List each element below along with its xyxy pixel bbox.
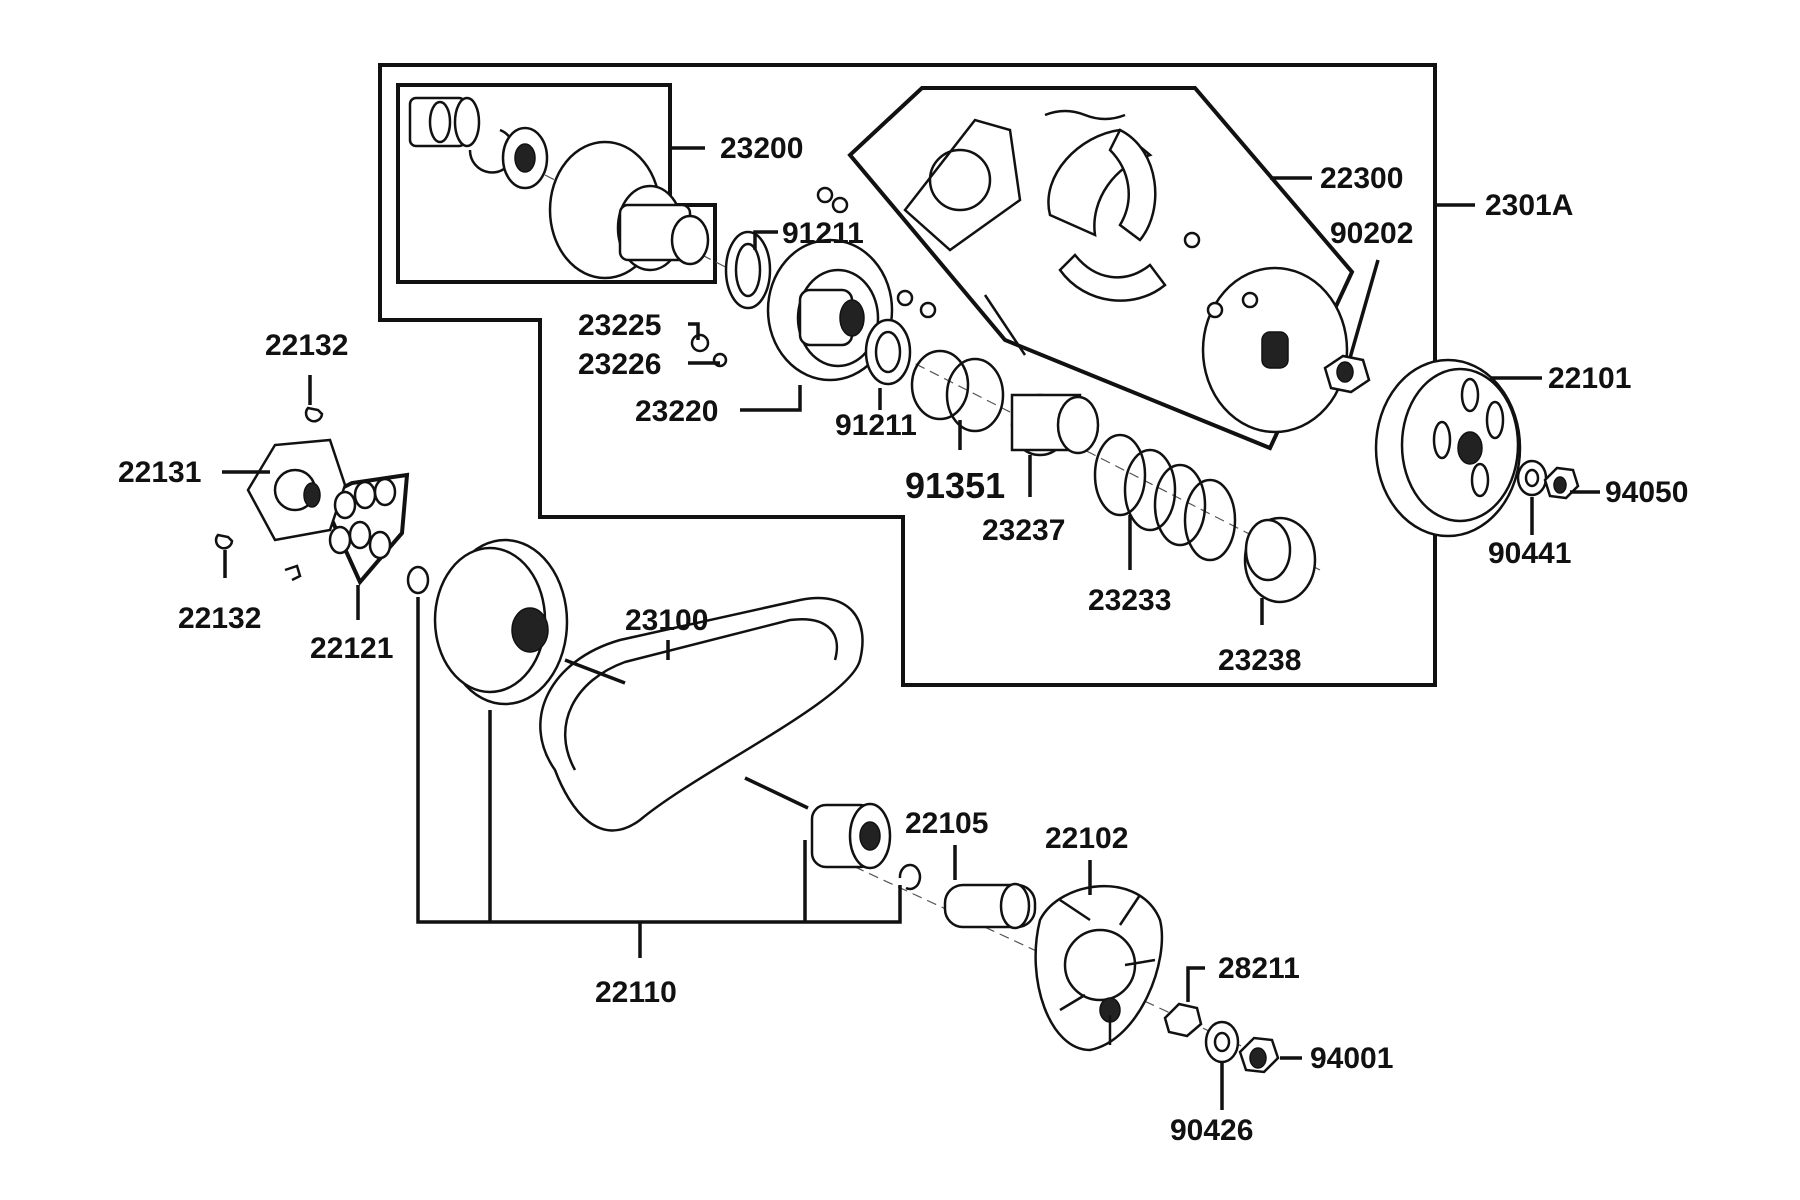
part-22101-clutch-bell [1374, 358, 1522, 538]
part-22131-ramp-plate [246, 438, 347, 542]
leader-23220 [740, 385, 802, 412]
callout-90441: 90441 [1488, 537, 1571, 570]
part-23200-sheave [408, 96, 710, 280]
callout-23237: 23237 [982, 514, 1065, 547]
part-94050-nut [1543, 466, 1580, 500]
part-90202-nut [1323, 354, 1371, 394]
callout-22131: 22131 [118, 456, 201, 489]
assembly-frame-2301A [378, 63, 1437, 687]
part-22132-slider-lower [214, 533, 302, 582]
leader-22110-belt-link [564, 658, 809, 810]
part-22121-rollers [328, 477, 397, 560]
callout-91211-lower: 91211 [835, 409, 917, 442]
part-28211-plate [1163, 1002, 1203, 1038]
part-23233-spring [1093, 433, 1237, 562]
callout-22101: 22101 [1548, 362, 1631, 395]
callout-22110: 22110 [595, 976, 677, 1009]
callout-23100: 23100 [625, 604, 708, 637]
part-23238-spring-seat [1243, 516, 1317, 604]
callout-23220: 23220 [635, 395, 718, 428]
leader-22110-bracket [416, 597, 902, 958]
part-90426-washer [1204, 1020, 1240, 1064]
part-22110-bushing [810, 802, 892, 870]
part-91351-orings [910, 349, 1005, 433]
part-23237-collar [1010, 393, 1100, 457]
part-94001-nut [1238, 1036, 1280, 1074]
callout-22300: 22300 [1320, 162, 1403, 195]
callout-23233: 23233 [1088, 584, 1171, 617]
part-91211-seal-upper [724, 230, 772, 310]
part-22110-circlip [898, 863, 922, 891]
callout-22132-lower: 22132 [178, 602, 261, 635]
part-variator-circlip [406, 565, 430, 595]
callout-22121: 22121 [310, 632, 393, 665]
callout-23225: 23225 [578, 309, 661, 342]
callout-90426: 90426 [1170, 1114, 1253, 1147]
leader-23225 [688, 322, 700, 340]
part-23100-belt [539, 596, 864, 832]
subframe-22300 [847, 86, 1355, 451]
part-22300-clutch [903, 109, 1349, 434]
part-91211-seal-lower [864, 318, 912, 386]
callout-2301A: 2301A [1485, 189, 1573, 222]
callout-28211: 28211 [1218, 952, 1300, 985]
callout-23200: 23200 [720, 132, 803, 165]
part-22110-variator-pulley [433, 538, 569, 706]
leader-28211 [1186, 966, 1205, 1002]
subframe-23200 [396, 83, 717, 284]
callout-94001: 94001 [1310, 1042, 1393, 1075]
part-22102-fan [1034, 885, 1164, 1052]
callout-91351: 91351 [905, 465, 1005, 506]
part-22132-slider-upper [304, 406, 324, 423]
part-23225-pin [690, 333, 728, 368]
callout-22105: 22105 [905, 807, 988, 840]
callout-90202: 90202 [1330, 217, 1413, 250]
part-23220-fixed-sheave [766, 186, 937, 382]
leader-90202 [1348, 259, 1380, 359]
subframe-22121 [319, 472, 410, 586]
callout-91211-upper: 91211 [782, 217, 864, 250]
callout-94050: 94050 [1605, 476, 1688, 509]
callout-22132-upper: 22132 [265, 329, 348, 362]
callout-22102: 22102 [1045, 822, 1128, 855]
leader-91211-upper [753, 230, 778, 250]
callout-23226: 23226 [578, 348, 661, 381]
part-90441-washer [1516, 459, 1548, 497]
callout-23238: 23238 [1218, 644, 1301, 677]
part-22105-collar [943, 882, 1037, 930]
